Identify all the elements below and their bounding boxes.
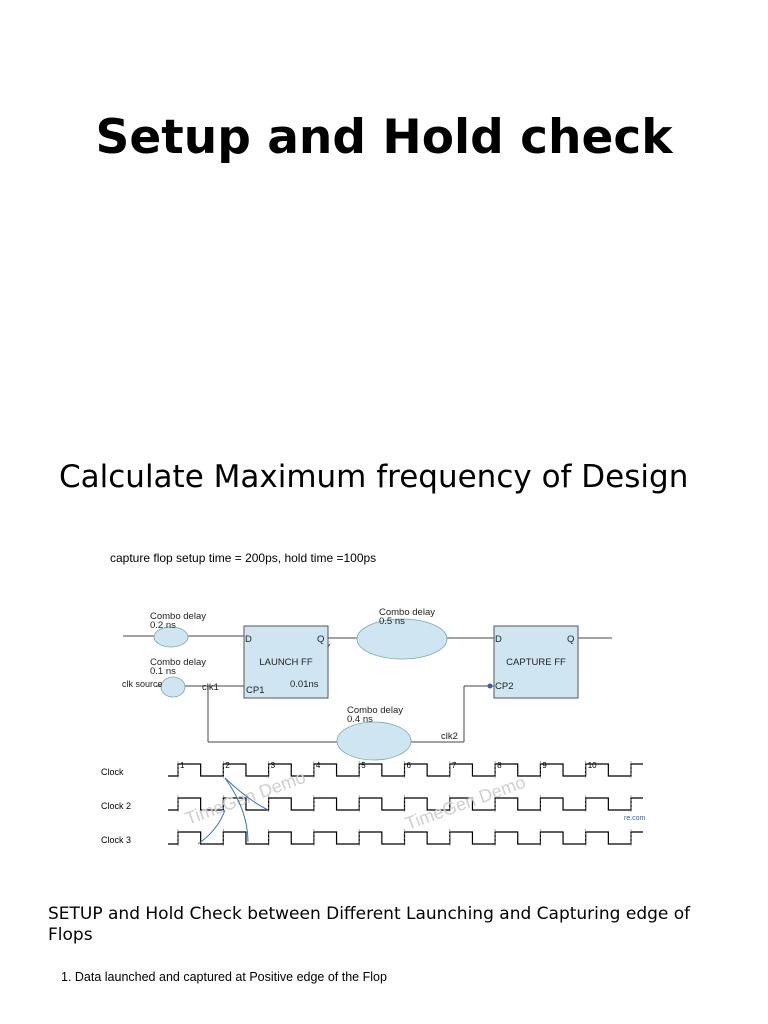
- combo-cloud-clk2: [336, 721, 412, 761]
- slide-subtitle: Calculate Maximum frequency of Design: [59, 459, 689, 495]
- capture-q-label: Q: [567, 634, 574, 645]
- diagram-caption: capture flop setup time = 200ps, hold ti…: [110, 551, 377, 565]
- clock-label: Clock 3: [101, 835, 131, 845]
- launch-ff-box: [243, 625, 329, 699]
- edge-number: 8: [497, 761, 502, 770]
- edge-number: 6: [407, 761, 412, 770]
- capture-ff-box: [493, 625, 579, 699]
- timing-diagram-svg: Combo delay 0.2 ns Combo delay 0.1 ns Co…: [101, 607, 646, 846]
- watermark-url: re.com: [624, 815, 646, 822]
- combo-input-label: Combo delay: [150, 611, 206, 622]
- edge-number: 10: [588, 761, 597, 770]
- capture-ff-name: CAPTURE FF: [506, 657, 566, 668]
- clock-label: Clock: [101, 767, 124, 777]
- edge-number: 3: [271, 761, 276, 770]
- combo-clk2-value: 0.4 ns: [347, 714, 373, 725]
- clk2-label: clk2: [441, 731, 458, 742]
- clock-waveform: [168, 831, 643, 845]
- clock-waveform: [168, 763, 643, 777]
- edge-number: 4: [316, 761, 321, 770]
- combo-data-label: Combo delay: [379, 607, 435, 618]
- edge-number: 5: [361, 761, 366, 770]
- list-item: 1. Data launched and captured at Positiv…: [61, 970, 387, 984]
- edge-number: 2: [225, 761, 230, 770]
- section-heading: SETUP and Hold Check between Different L…: [48, 904, 691, 945]
- clk-source-label: clk source: [122, 679, 163, 689]
- clock-label: Clock 2: [101, 801, 131, 811]
- clk1-label: clk1: [202, 682, 219, 693]
- edge-number: 1: [180, 761, 185, 770]
- launch-ff-name: LAUNCH FF: [259, 657, 313, 668]
- combo-cloud-input: [153, 626, 189, 648]
- capture-d-label: D: [495, 634, 502, 645]
- combo-clk-value: 0.1 ns: [150, 666, 176, 677]
- edge-number: 7: [452, 761, 457, 770]
- combo-cloud-clk: [160, 676, 186, 698]
- combo-data-value: 0.5 ns: [379, 616, 405, 627]
- capture-cp-label: CP2: [495, 681, 513, 692]
- combo-input-value: 0.2 ns: [150, 620, 176, 631]
- launch-internal-delay: 0.01ns: [290, 679, 319, 690]
- combo-clk-label: Combo delay: [150, 657, 206, 668]
- timing-arrow: [197, 809, 226, 845]
- watermark: TimeGen Demo: [403, 772, 529, 834]
- edge-number: 9: [542, 761, 547, 770]
- launch-q-label: Q: [317, 634, 324, 645]
- timing-diagram: Combo delay 0.2 ns Combo delay 0.1 ns Co…: [98, 560, 650, 858]
- combo-clk2-label: Combo delay: [347, 705, 403, 716]
- timing-arrow: [224, 777, 269, 811]
- slide-title: Setup and Hold check: [95, 110, 673, 165]
- timing-arrow: [224, 777, 249, 843]
- cp2-dot: [487, 683, 493, 689]
- launch-cp-label: CP1: [246, 685, 264, 696]
- combo-cloud-data: [356, 618, 448, 660]
- launch-d-label: D: [245, 634, 252, 645]
